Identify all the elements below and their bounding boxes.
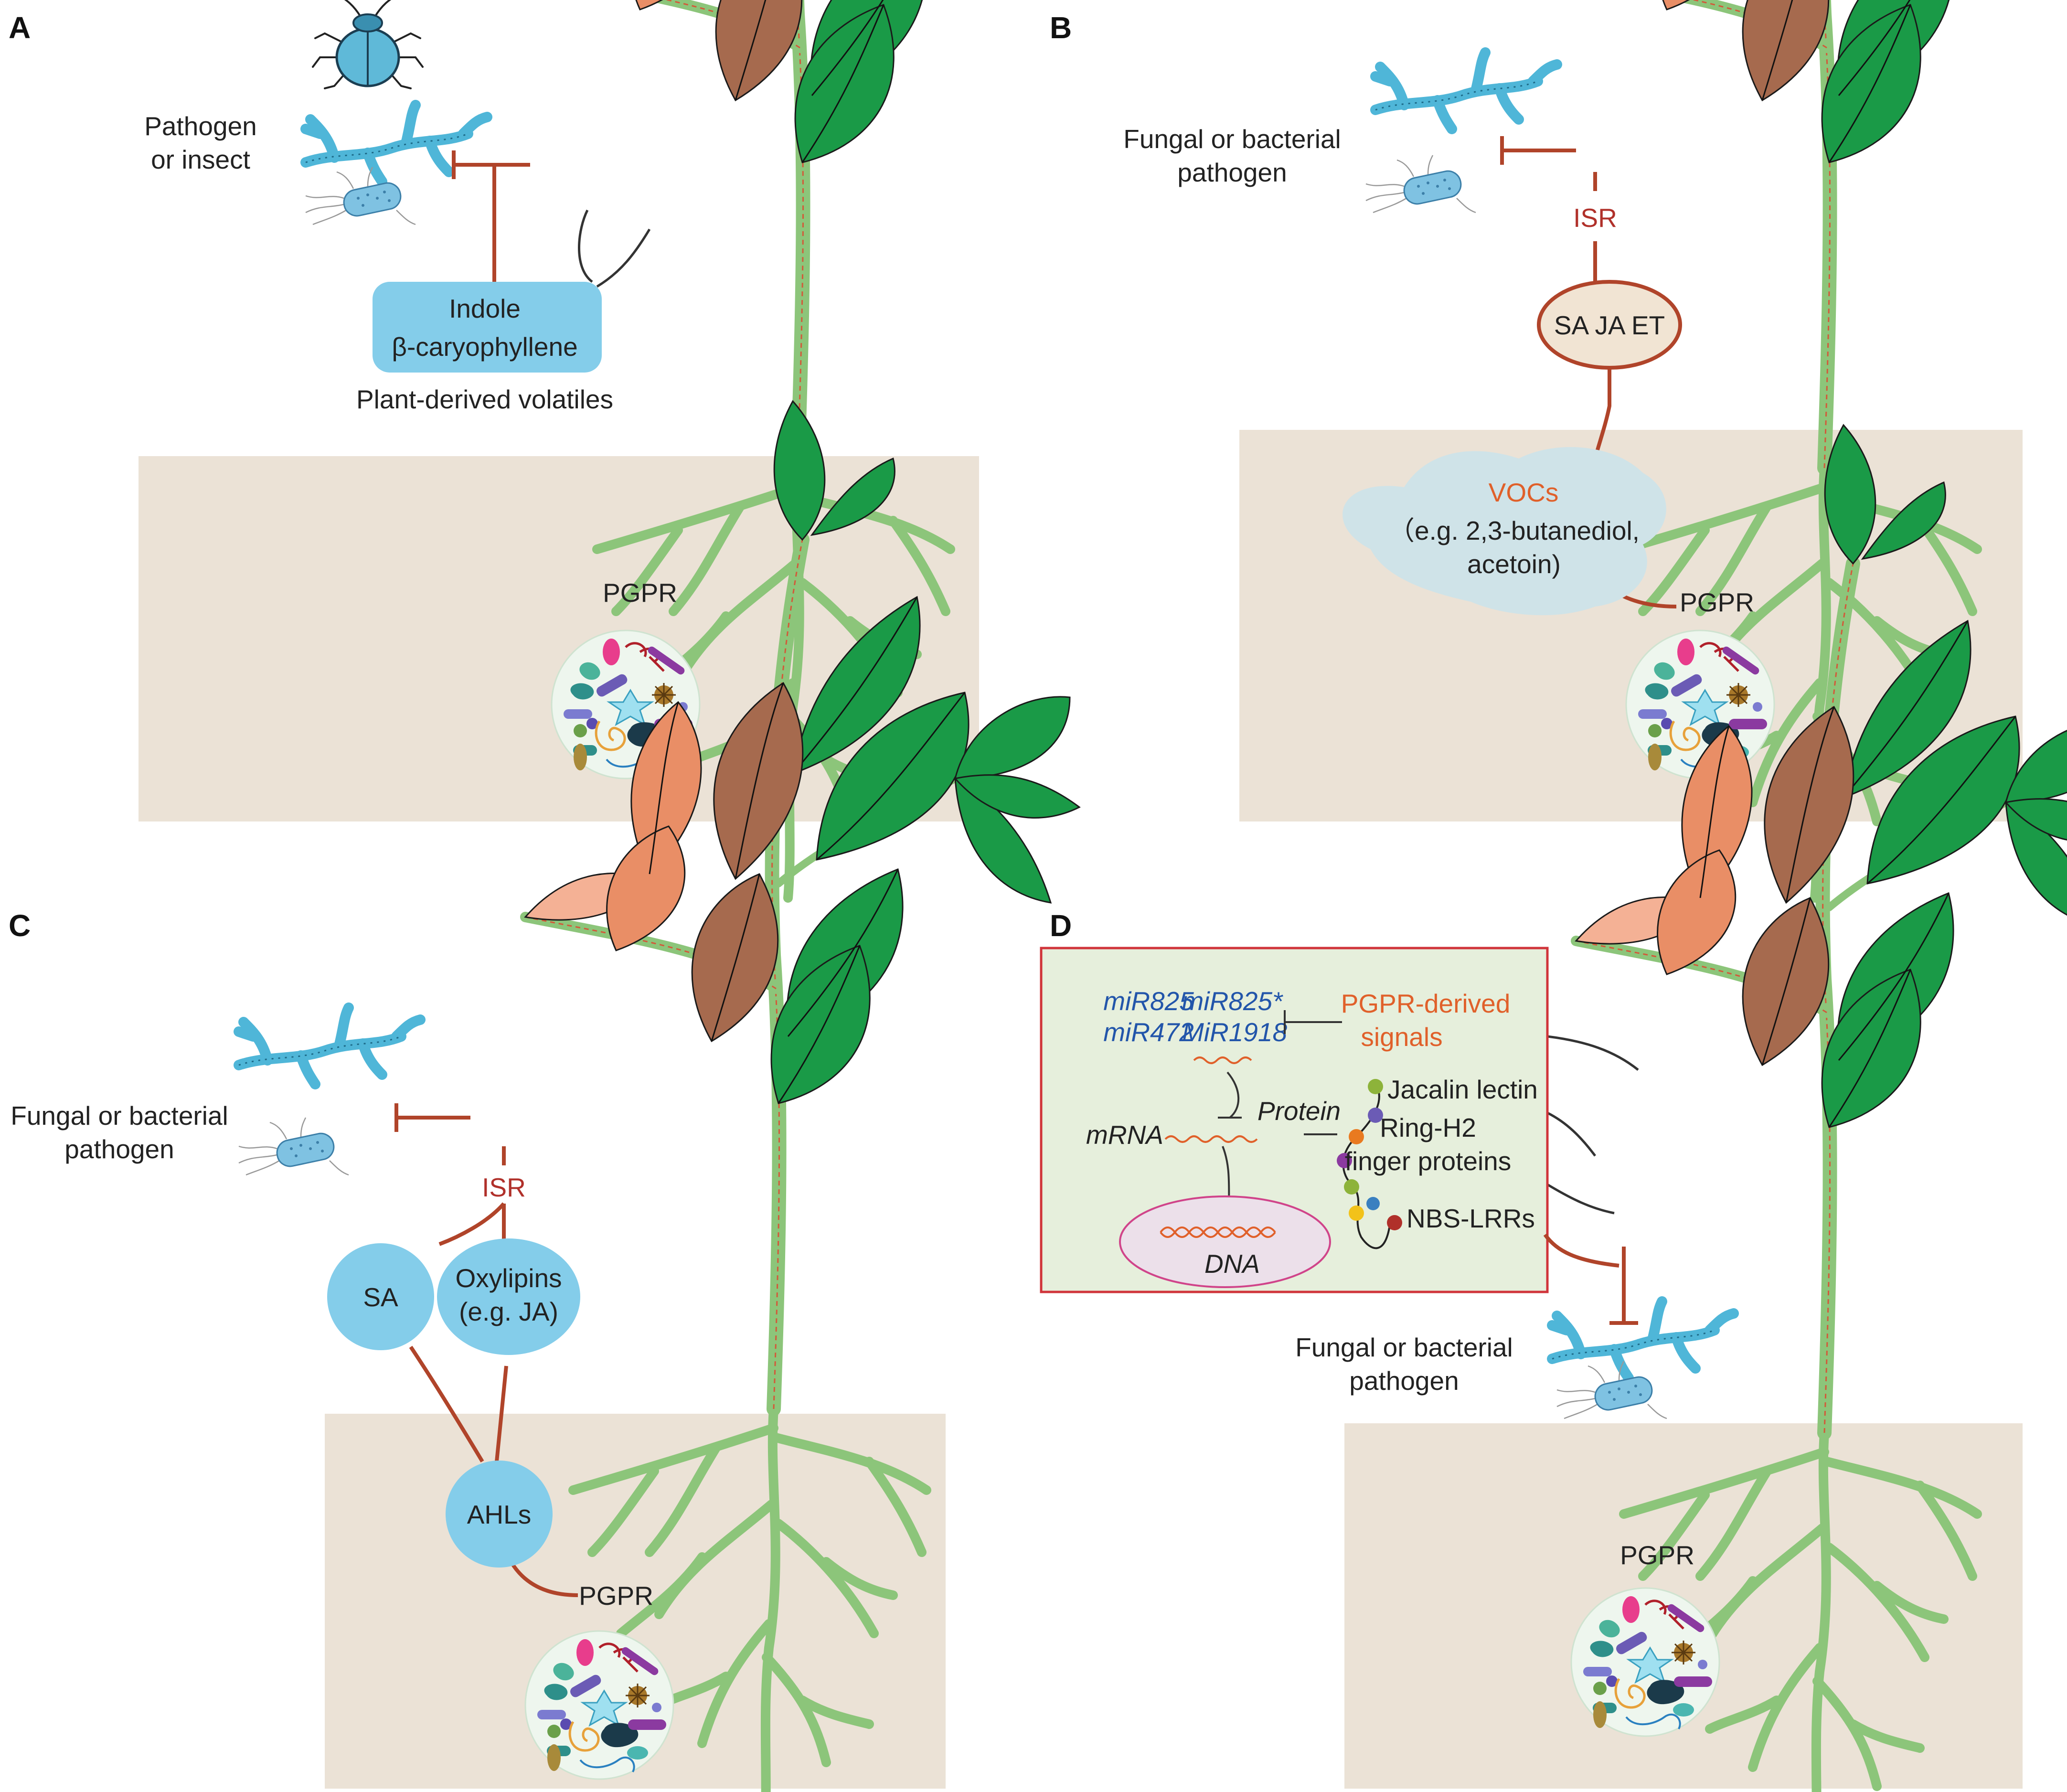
pathogen-label-line-1: Fungal or bacterial bbox=[1295, 1333, 1513, 1362]
oxylipins-circle bbox=[437, 1238, 580, 1355]
bacterium-icon bbox=[238, 1117, 350, 1176]
hormones-label: SA JA ET bbox=[1554, 310, 1665, 340]
signal-label-2: signals bbox=[1361, 1022, 1442, 1052]
ahls-circle bbox=[446, 1461, 553, 1568]
pgpr-label-d: PGPR bbox=[1620, 1540, 1694, 1570]
volatiles-box bbox=[373, 282, 602, 373]
mrna-strand bbox=[1164, 1135, 1258, 1143]
volatile-line-1: Indole bbox=[449, 294, 521, 323]
sa-label: SA bbox=[363, 1282, 398, 1312]
signal-label-1: PGPR-derived bbox=[1341, 989, 1511, 1018]
volatile-caption: Plant-derived volatiles bbox=[356, 384, 613, 414]
inhibition-arrow-d bbox=[1543, 1233, 1638, 1325]
pathogen-label-line-1: Pathogen bbox=[144, 111, 257, 141]
pathogen-label-line-2: pathogen bbox=[1349, 1366, 1459, 1396]
fungal-hypha-icon bbox=[1552, 1301, 1734, 1378]
protein-2-label-2: finger proteins bbox=[1345, 1146, 1512, 1176]
hormone-ellipse bbox=[1537, 280, 1682, 370]
panel-b: B Fungal or bacterial pathogen ISR SA JA… bbox=[1050, 0, 2067, 898]
pgpr-microbes-d bbox=[1571, 1588, 1719, 1736]
isr-label-c: ISR bbox=[482, 1173, 526, 1202]
bacterium-icon bbox=[305, 166, 416, 225]
mirna-472: miR472 bbox=[1103, 1017, 1194, 1047]
ahls-label: AHLs bbox=[467, 1500, 532, 1529]
volatile-line-2: β-caryophyllene bbox=[392, 332, 577, 362]
isr-label-b: ISR bbox=[1573, 203, 1617, 233]
mrna-label: mRNA bbox=[1086, 1120, 1163, 1150]
dna-helix bbox=[1160, 1227, 1276, 1238]
inhibition-arrow-a bbox=[452, 150, 530, 287]
vocs-cloud bbox=[1342, 447, 1666, 616]
pgpr-label-c: PGPR bbox=[579, 1581, 653, 1611]
protein-3-label: NBS-LRRs bbox=[1406, 1204, 1535, 1233]
pathogen-label-line-1: Fungal or bacterial bbox=[11, 1101, 228, 1131]
sa-circle bbox=[327, 1243, 434, 1350]
panel-letter-c: C bbox=[9, 908, 31, 943]
pgpr-microbes-c bbox=[525, 1631, 673, 1779]
protein-chain bbox=[1337, 1079, 1402, 1249]
pathogen-label-line-1: Fungal or bacterial bbox=[1123, 124, 1341, 154]
protein-1-label: Jacalin lectin bbox=[1387, 1075, 1538, 1104]
fungal-hypha-icon bbox=[239, 1008, 420, 1084]
inhibit-mrna bbox=[1218, 1071, 1242, 1119]
protein-2-label-1: Ring-H2 bbox=[1380, 1113, 1476, 1142]
pgpr-label-a: PGPR bbox=[603, 578, 677, 608]
vocs-line-2: acetoin) bbox=[1467, 549, 1561, 579]
fungal-hypha-icon bbox=[1375, 53, 1557, 129]
mirna-1918: MiR1918 bbox=[1182, 1017, 1288, 1047]
vocs-line-1: （e.g. 2,3-butanediol, bbox=[1388, 516, 1640, 545]
pathogen-label-line-2: or insect bbox=[151, 145, 250, 174]
panel-letter-b: B bbox=[1050, 11, 1072, 45]
vocs-title: VOCs bbox=[1489, 478, 1559, 507]
signal-lines-d bbox=[1546, 1035, 1639, 1215]
bacterium-icon bbox=[1365, 154, 1477, 213]
oxylipins-line-1: Oxylipins bbox=[455, 1263, 562, 1293]
nucleus bbox=[1119, 1195, 1331, 1288]
dna-label: DNA bbox=[1204, 1249, 1260, 1279]
panel-letter-d: D bbox=[1050, 908, 1072, 943]
oxylipins-line-2: (e.g. JA) bbox=[459, 1297, 558, 1326]
mirna-825-star: miR825* bbox=[1182, 986, 1284, 1016]
pgpr-microbes-b bbox=[1626, 630, 1774, 779]
pathogen-label-line-2: pathogen bbox=[64, 1134, 174, 1164]
protein-label: Protein bbox=[1257, 1096, 1341, 1126]
pgpr-label-b: PGPR bbox=[1680, 587, 1754, 617]
pathogen-label-line-2: pathogen bbox=[1177, 158, 1287, 187]
fungal-hypha-icon bbox=[306, 105, 487, 181]
volatile-emission-lines bbox=[578, 209, 651, 288]
panel-d: D miR825 miR825* miR472 MiR1918 PGPR-der… bbox=[1040, 425, 2067, 1792]
mirna-strand bbox=[1193, 1056, 1252, 1064]
mirna-825: miR825 bbox=[1103, 986, 1194, 1016]
beetle-icon bbox=[313, 0, 423, 88]
inhibit-mirna bbox=[1284, 1010, 1342, 1034]
panel-c: C Fungal or bacterial pathogen ISR SA Ox… bbox=[9, 401, 1079, 1792]
bacterium-icon bbox=[1556, 1360, 1668, 1419]
panel-letter-a: A bbox=[9, 11, 31, 45]
